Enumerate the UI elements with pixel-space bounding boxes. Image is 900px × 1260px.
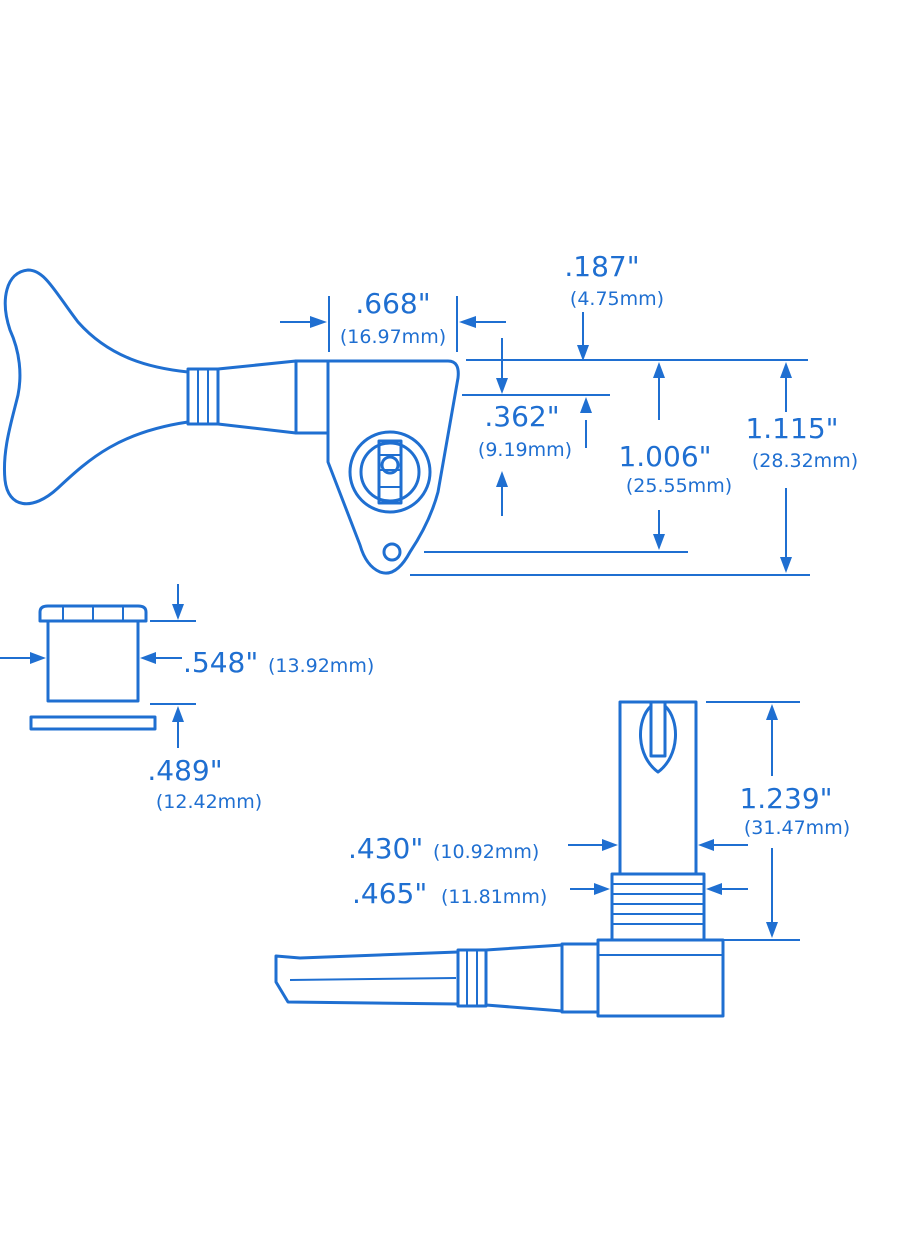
dim-465-metric: (11.81mm) bbox=[441, 886, 547, 908]
dimension-362: .362" (9.19mm) bbox=[462, 338, 610, 516]
key-grip-rings bbox=[186, 367, 220, 426]
dim-430-value: .430" bbox=[348, 832, 423, 865]
dim-668-metric: (16.97mm) bbox=[340, 326, 446, 348]
dim-1006-value: 1.006" bbox=[618, 440, 711, 473]
dimension-489: .489" (12.42mm) bbox=[147, 703, 262, 813]
dim-362-metric: (9.19mm) bbox=[478, 439, 572, 461]
dimension-465: .465" (11.81mm) bbox=[352, 877, 748, 910]
post-string-slot bbox=[639, 700, 677, 774]
gear-post-slot bbox=[377, 439, 403, 505]
post-hole bbox=[380, 455, 400, 475]
dimension-1115: 1.115" (28.32mm) bbox=[410, 362, 858, 576]
dimension-548: .548" (13.92mm) bbox=[0, 584, 374, 679]
dim-187-metric: (4.75mm) bbox=[570, 288, 664, 310]
side-housing bbox=[596, 938, 725, 1018]
mounting-screw-hole bbox=[382, 542, 402, 562]
bushing-body bbox=[46, 619, 140, 703]
dim-1239-metric: (31.47mm) bbox=[744, 817, 850, 839]
tuner-side-view bbox=[274, 700, 725, 1018]
tuner-top-view bbox=[2, 268, 460, 575]
bushing-view bbox=[29, 604, 157, 731]
dim-187-value: .187" bbox=[564, 250, 639, 283]
bushing-washer bbox=[29, 715, 157, 731]
tuning-key-button bbox=[2, 268, 190, 506]
side-key-collar bbox=[560, 942, 600, 1014]
side-key-shaft bbox=[484, 943, 564, 1013]
dim-668-value: .668" bbox=[355, 287, 430, 320]
dim-362-value: .362" bbox=[484, 400, 559, 433]
dim-489-metric: (12.42mm) bbox=[156, 791, 262, 813]
dim-1006-metric: (25.55mm) bbox=[626, 475, 732, 497]
dimension-1239: 1.239" (31.47mm) bbox=[706, 701, 850, 941]
dim-1115-metric: (28.32mm) bbox=[752, 450, 858, 472]
dim-548-metric: (13.92mm) bbox=[268, 655, 374, 677]
dim-548-value: .548" bbox=[183, 646, 258, 679]
side-grip-rings bbox=[456, 948, 488, 1008]
dimension-187: .187" (4.75mm) bbox=[564, 250, 664, 361]
key-collar bbox=[294, 359, 330, 435]
dim-465-value: .465" bbox=[352, 877, 427, 910]
dimension-430: .430" (10.92mm) bbox=[348, 832, 748, 865]
dim-1115-value: 1.115" bbox=[745, 412, 838, 445]
dimension-668: .668" (16.97mm) bbox=[280, 287, 506, 352]
tuner-housing bbox=[326, 359, 460, 575]
gear-outer bbox=[348, 430, 432, 514]
bushing-nut-head bbox=[38, 604, 148, 623]
string-post bbox=[618, 700, 698, 876]
dim-489-value: .489" bbox=[147, 754, 222, 787]
dimension-1006: 1.006" (25.55mm) bbox=[424, 359, 808, 553]
dim-1239-value: 1.239" bbox=[739, 782, 832, 815]
dim-430-metric: (10.92mm) bbox=[433, 841, 539, 863]
gear-inner bbox=[359, 441, 421, 503]
key-shaft bbox=[216, 359, 298, 435]
side-key-blade bbox=[274, 950, 460, 1006]
